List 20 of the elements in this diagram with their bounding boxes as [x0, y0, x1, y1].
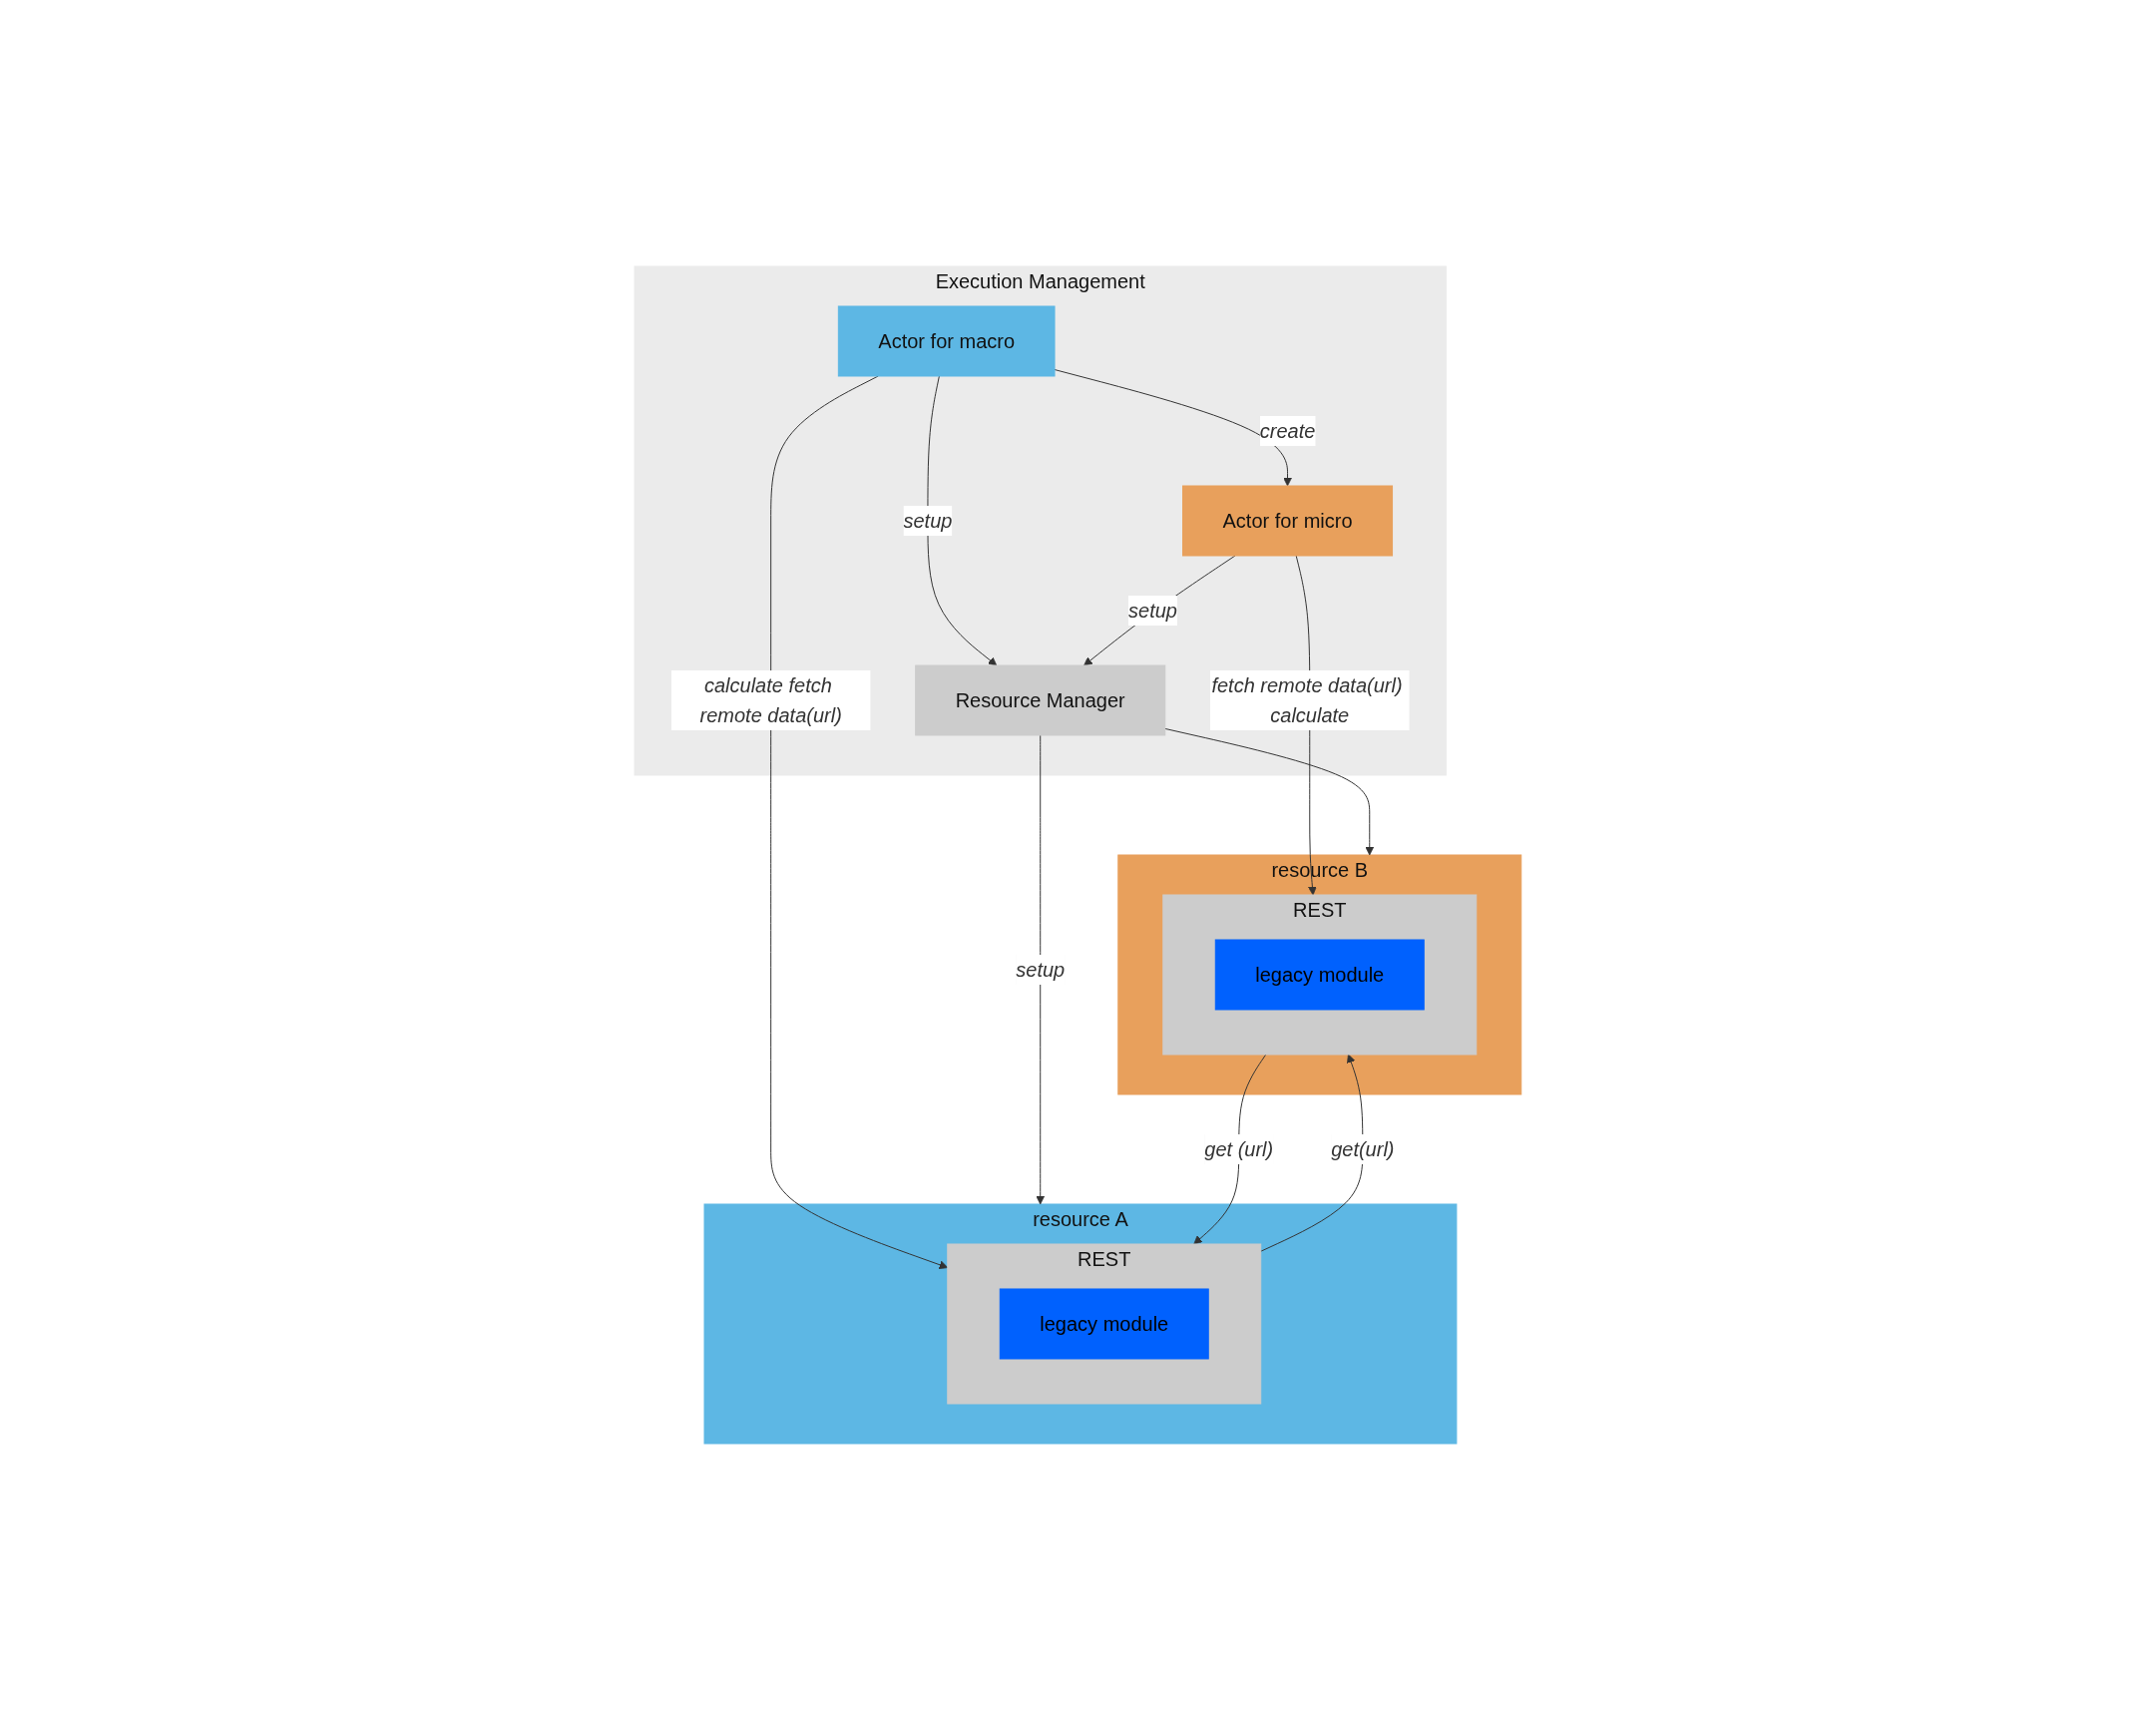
edge-label: setup [903, 509, 953, 532]
edge-label: get (url) [1204, 1137, 1274, 1160]
node-box: legacy module [999, 1288, 1209, 1359]
arrow [1260, 1054, 1364, 1252]
arrow [927, 375, 998, 665]
arrow [770, 375, 949, 1269]
arrow [1036, 734, 1046, 1204]
edge-label: create [1259, 419, 1316, 442]
node-box: Resource Manager [915, 664, 1166, 735]
edge-label: calculate fetch remote data(url) [699, 673, 842, 726]
arrow [1083, 555, 1236, 665]
edge-label: setup [1128, 599, 1178, 622]
arrow [1164, 727, 1375, 855]
edge-label: get(url) [1331, 1137, 1395, 1160]
node-box: Actor for micro [1182, 485, 1394, 556]
arrow [1054, 368, 1293, 486]
node-box: legacy module [1214, 939, 1425, 1010]
node-box: Actor for macro [837, 305, 1056, 376]
edge-label: setup [1016, 958, 1066, 981]
edge-label: fetch remote data(url) calculate [1211, 673, 1403, 726]
